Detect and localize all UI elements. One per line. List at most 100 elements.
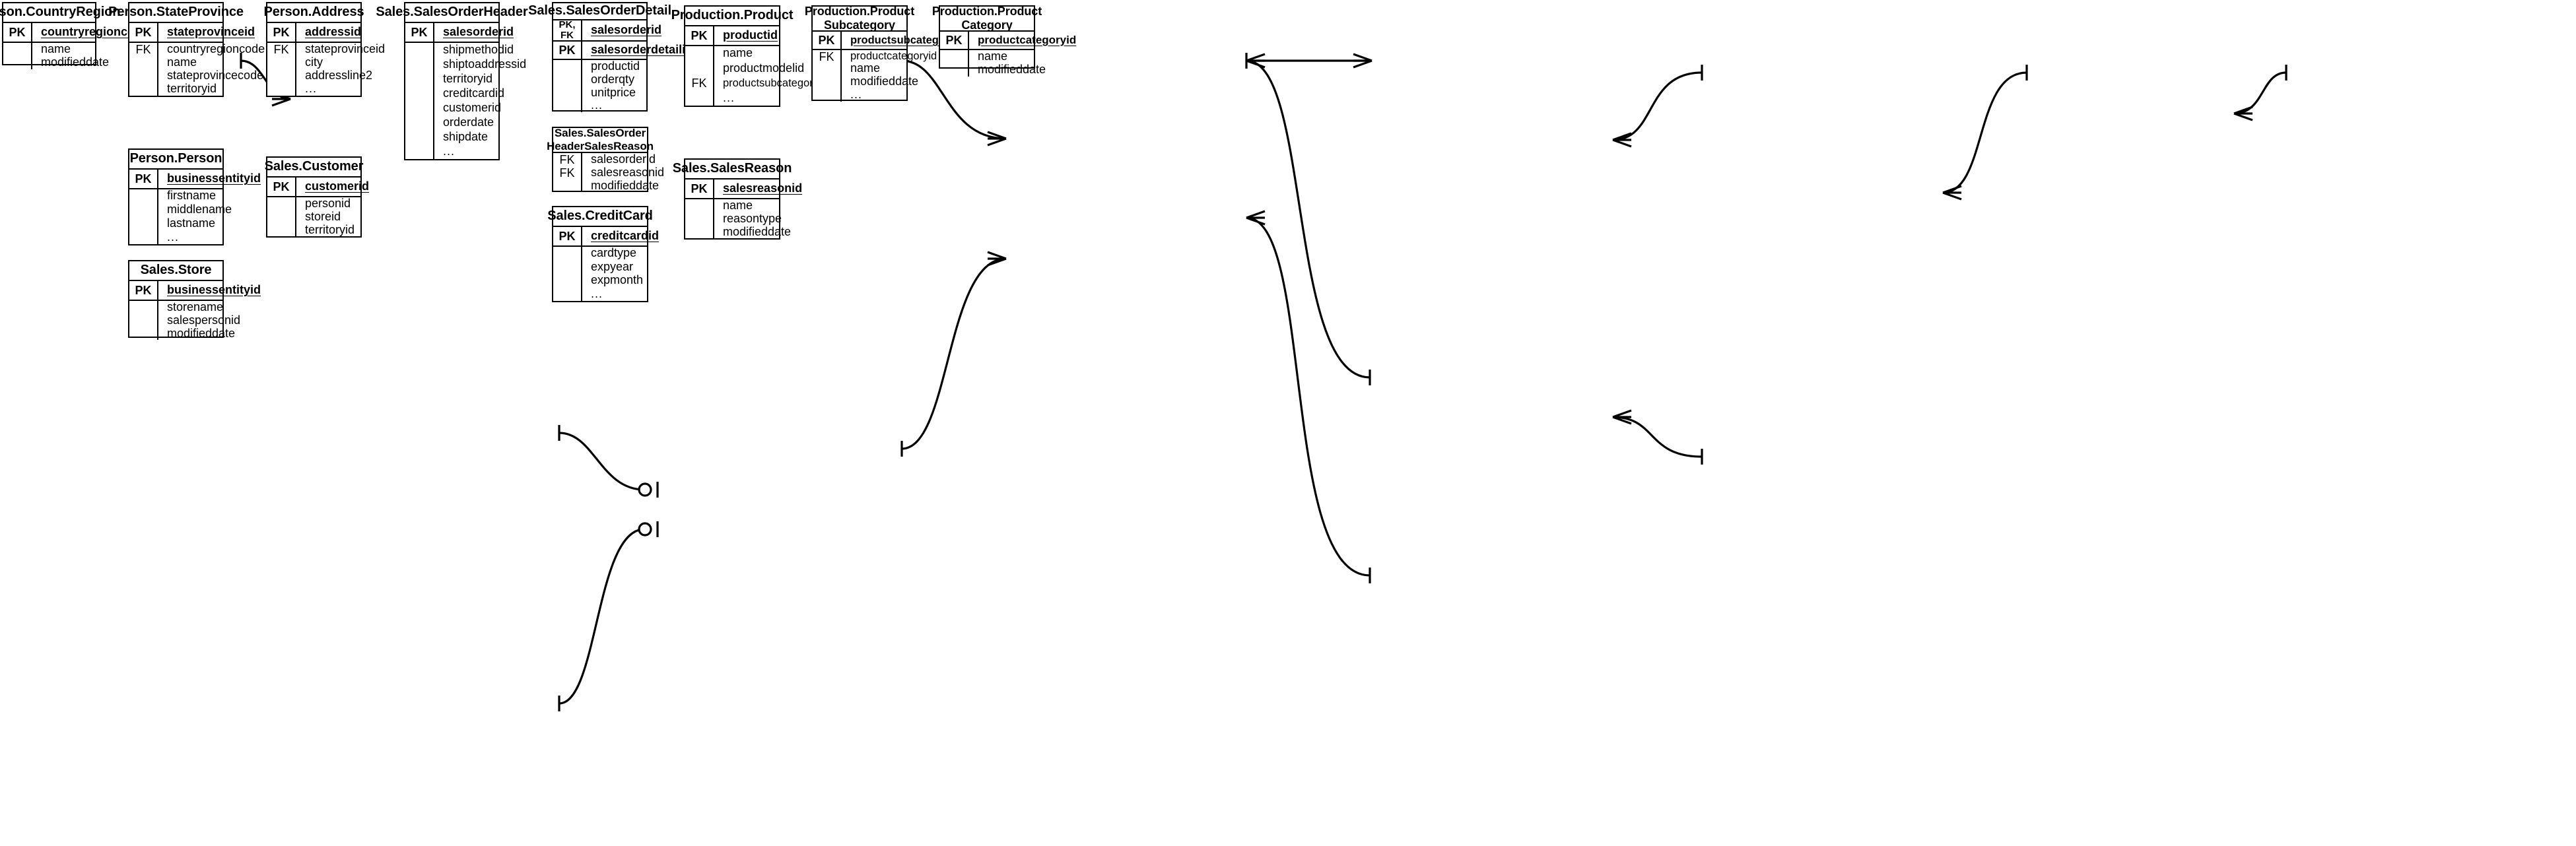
key-marker: PK (405, 23, 434, 42)
marker-cell (405, 72, 433, 86)
marker-cell (129, 301, 157, 314)
attribute-list: salesorderid salesreasonid modifieddate (582, 152, 664, 192)
attribute-name: stateprovincecode (167, 69, 264, 82)
edge-salesorderdetail-to-product (1612, 65, 1703, 148)
attribute-list: firstname middlename lastname ... (158, 189, 232, 244)
attribute-list: name productmodelid productsubcategoryid… (714, 46, 827, 106)
entity-production-product[interactable]: Production.Product PK productid FK name … (671, 5, 827, 107)
attribute-block: name modifieddate (940, 49, 1046, 77)
attribute-name: name (41, 42, 71, 55)
attribute-name: personid (305, 197, 351, 210)
edge-headersalesreason-to-salesreason (1612, 409, 1703, 465)
entity-person-address[interactable]: Person.Address PK addressid FK stateprov… (264, 2, 385, 97)
attribute-name: customerid (443, 101, 502, 115)
entity-title: Sales.SalesOrder HeaderSalesReason (547, 127, 654, 153)
marker-cell (3, 56, 31, 69)
entity-title: Production.Product Subcategory (804, 5, 915, 32)
attribute-row-pk-fk: PK, FK salesorderid (553, 20, 661, 42)
entity-sales-salesorderheadersalesreason[interactable]: Sales.SalesOrder HeaderSalesReason FK FK… (547, 127, 664, 193)
attribute-name: addressid (305, 25, 362, 39)
key-marker: PK (129, 281, 158, 300)
key-marker: PK (553, 42, 582, 59)
attribute-row-pk: PK businessentityid (129, 281, 261, 301)
attribute-row-pk: PK businessentityid (129, 170, 261, 189)
key-marker: PK (685, 26, 714, 45)
entity-person-person[interactable]: Person.Person PK businessentityid firstn… (128, 148, 261, 245)
attribute-row-pk: PK productcategoryid (940, 32, 1076, 50)
edge-person-to-customer (558, 425, 659, 498)
entity-title: Sales.CreditCard (547, 207, 653, 227)
attribute-row-pk: PK salesorderdetailid (553, 42, 693, 60)
marker-cell (129, 327, 157, 341)
marker-gutter (267, 197, 296, 237)
attribute-name: ... (591, 98, 603, 112)
attribute-block: productid orderqty unitprice ... (553, 59, 646, 113)
attribute-row-pk: PK salesorderid (405, 23, 514, 43)
marker-cell (267, 197, 295, 211)
marker-cell (553, 179, 581, 193)
entity-production-productcategory[interactable]: Production.Product Category PK productca… (932, 5, 1076, 77)
attribute-name: ... (591, 286, 603, 300)
attribute-name: salesorderid (591, 23, 662, 37)
key-marker: PK (553, 227, 582, 245)
entity-sales-creditcard[interactable]: Sales.CreditCard PK creditcardid cardtyp… (547, 206, 659, 302)
attribute-name: modifieddate (591, 178, 660, 192)
attribute-name: cardtype (591, 246, 637, 260)
entity-sales-salesorderheader[interactable]: Sales.SalesOrderHeader PK salesorderid (376, 2, 528, 160)
attribute-block: FK FK salesorderid salesreasonid modifie… (553, 152, 664, 193)
attribute-name: businessentityid (167, 283, 261, 297)
entity-title: Sales.Store (129, 261, 222, 281)
attribute-name: firstname (167, 189, 217, 203)
marker-gutter (553, 247, 582, 301)
attribute-block: name modifieddate (3, 42, 109, 69)
attribute-block: name reasontype modifieddate (685, 199, 791, 239)
attribute-name: businessentityid (167, 172, 261, 185)
marker-cell (129, 203, 157, 217)
entity-sales-salesreason[interactable]: Sales.SalesReason PK salesreasonid name … (673, 158, 802, 240)
marker-cell (267, 69, 295, 82)
entity-title: Sales.SalesOrderHeader (376, 3, 528, 23)
marker-cell (267, 82, 295, 96)
attribute-name: salesorderid (443, 25, 514, 39)
attribute-name: modifieddate (723, 224, 792, 238)
attribute-row-pk: PK addressid (267, 23, 362, 43)
attribute-name: modifieddate (978, 62, 1046, 76)
attribute-list: personid storeid territoryid (296, 197, 360, 236)
entity-title: Person.StateProvince (108, 3, 244, 23)
marker-cell (553, 86, 581, 100)
attribute-name: productcategoryid (850, 50, 937, 62)
marker-gutter: FK (813, 50, 842, 102)
attribute-name: salesorderid (591, 152, 656, 166)
attribute-name: stateprovinceid (305, 42, 386, 56)
attribute-name: productmodelid (723, 61, 805, 75)
entity-sales-salesorderdetail[interactable]: Sales.SalesOrderDetail PK, FK salesorder… (528, 2, 693, 113)
entity-person-countryregion[interactable]: Person.CountryRegion PK countryregioncod… (0, 2, 149, 69)
attribute-list: cardtype expyear expmonth ... (582, 247, 647, 301)
attribute-name: shipdate (443, 130, 489, 144)
attribute-row-pk: PK salesreasonid (685, 179, 802, 199)
entity-sales-customer[interactable]: Sales.Customer PK customerid personid st… (265, 156, 369, 238)
marker-cell (405, 43, 433, 57)
edge-salesorderheader-to-headersalesreason (1246, 53, 1371, 385)
attribute-name: shipmethodid (443, 43, 514, 57)
marker-cell (685, 61, 713, 77)
entity-sales-store[interactable]: Sales.Store PK businessentityid storenam… (128, 260, 261, 341)
marker-cell: FK (559, 152, 575, 166)
marker-cell (685, 91, 713, 106)
marker-cell (813, 88, 840, 101)
entity-person-stateprovince[interactable]: Person.StateProvince PK stateprovinceid … (108, 2, 265, 97)
marker-gutter: FK FK (553, 152, 582, 193)
entity-production-productsubcategory[interactable]: Production.Product Subcategory PK produc… (804, 5, 965, 102)
attribute-row-pk: PK creditcardid (553, 227, 659, 247)
attribute-name: customerid (305, 179, 370, 193)
attribute-block: personid storeid territoryid (267, 197, 360, 237)
attribute-name: name (167, 55, 197, 69)
attribute-list: storename salespersonid modifieddate (158, 300, 240, 340)
attribute-name: productcategoryid (978, 33, 1077, 46)
attribute-row-pk: PK customerid (267, 178, 369, 197)
marker-cell (129, 56, 157, 69)
marker-cell (685, 199, 713, 212)
entity-title: Sales.SalesReason (673, 160, 792, 179)
marker-cell (685, 226, 713, 239)
